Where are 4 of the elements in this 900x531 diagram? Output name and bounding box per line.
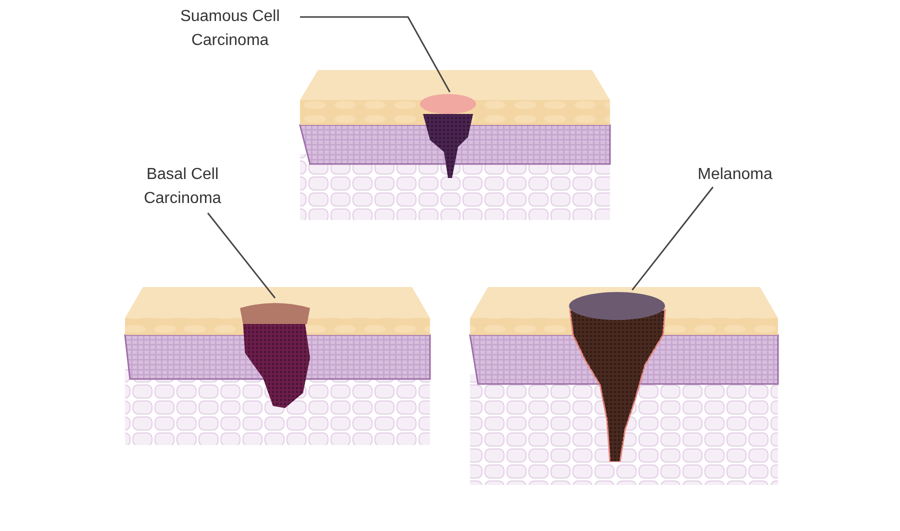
- leader-line: [300, 16, 450, 92]
- tumor-label: Basal Cell Carcinoma: [142, 165, 222, 209]
- tumor-label: Suamous Cell Carcinoma: [179, 7, 281, 51]
- tumor-label: Melanoma: [696, 165, 774, 185]
